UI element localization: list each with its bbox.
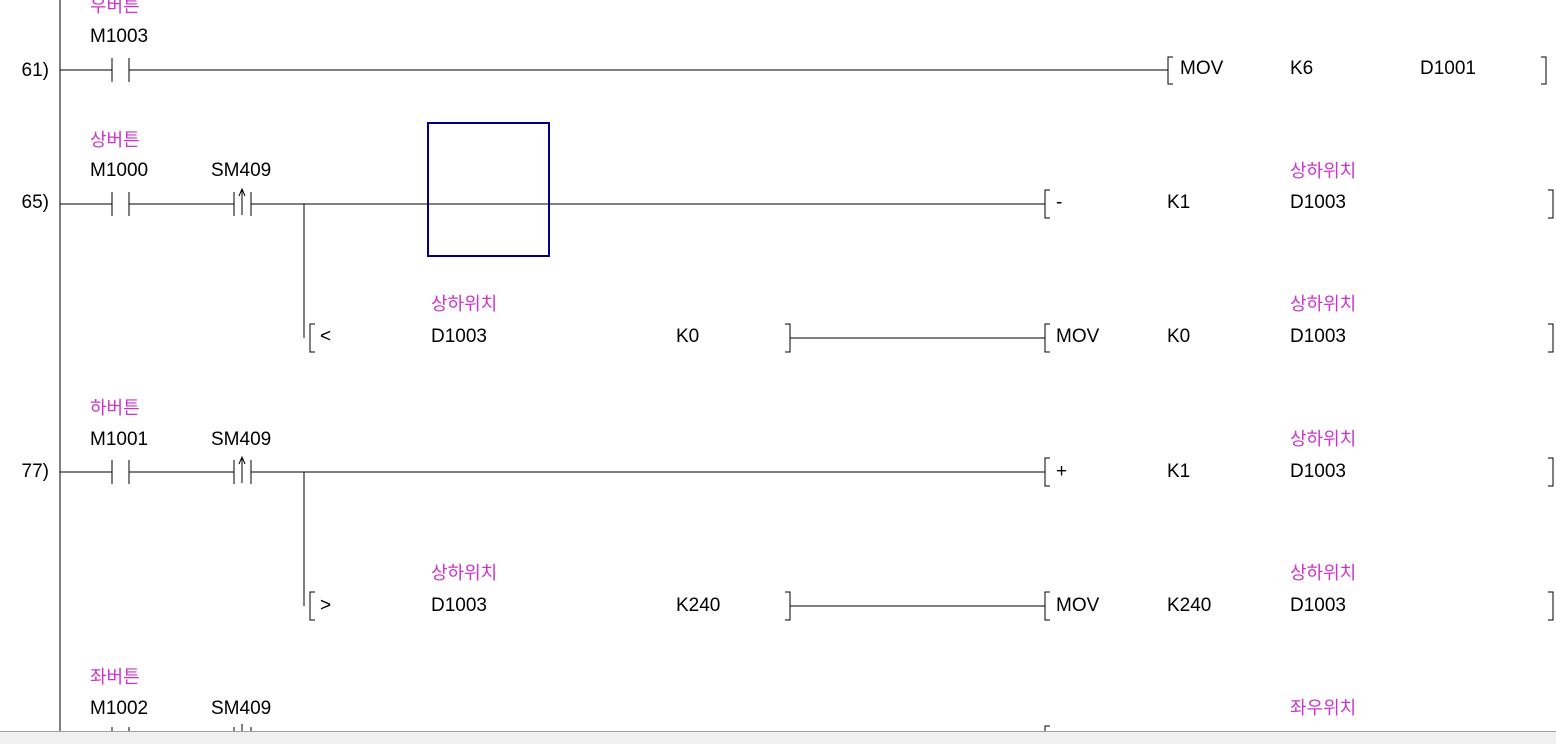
right-bracket-icon bbox=[1548, 189, 1554, 219]
device-comment: 상하위치 bbox=[1290, 429, 1356, 450]
destination-operand: D1003 bbox=[1290, 326, 1346, 347]
normally-open-contact-icon[interactable] bbox=[111, 192, 130, 216]
destination-operand: D1003 bbox=[1290, 192, 1346, 213]
left-bracket-icon bbox=[1044, 591, 1050, 621]
instruction-block[interactable]: MOV K0 상하위치 D1003 bbox=[1044, 294, 1554, 353]
instruction-block[interactable]: - K1 상하위치 D1003 bbox=[1044, 161, 1554, 219]
contact-device-label: M1000 bbox=[90, 160, 148, 181]
left-bracket-icon bbox=[309, 591, 315, 621]
device-comment: 우버튼 bbox=[90, 0, 140, 17]
right-bracket-icon bbox=[1548, 323, 1554, 353]
source-operand: K1 bbox=[1167, 461, 1190, 482]
source-operand: K240 bbox=[1167, 595, 1211, 616]
right-bracket-icon bbox=[785, 323, 791, 353]
instruction-name: + bbox=[1056, 461, 1067, 482]
device-comment: 좌우위치 bbox=[1290, 698, 1356, 719]
instruction-name: MOV bbox=[1056, 326, 1100, 347]
step-number: 61) bbox=[22, 60, 49, 81]
instruction-name: MOV bbox=[1056, 595, 1100, 616]
contact-device-label: SM409 bbox=[211, 160, 271, 181]
left-bracket-icon bbox=[309, 323, 315, 353]
cursor-selection-box[interactable] bbox=[427, 122, 550, 257]
device-comment: 상하위치 bbox=[1290, 563, 1356, 584]
destination-operand: D1003 bbox=[1290, 595, 1346, 616]
device-comment: 하버튼 bbox=[90, 398, 140, 419]
destination-operand: D1001 bbox=[1420, 58, 1476, 79]
device-comment: 상하위치 bbox=[431, 563, 497, 584]
step-number: 65) bbox=[22, 192, 49, 213]
instruction-name: - bbox=[1056, 192, 1062, 213]
compare-operand-1: D1003 bbox=[431, 595, 487, 616]
right-bracket-icon bbox=[1548, 457, 1554, 487]
normally-open-contact-icon[interactable] bbox=[111, 460, 130, 484]
left-bracket-icon bbox=[1044, 725, 1050, 731]
compare-operator: < bbox=[320, 326, 331, 347]
contact-device-label: M1001 bbox=[90, 429, 148, 450]
compare-block[interactable]: < 상하위치 D1003 K0 bbox=[309, 294, 791, 353]
right-bracket-icon bbox=[1548, 591, 1554, 621]
instruction-block[interactable]: MOV K240 상하위치 D1003 bbox=[1044, 563, 1554, 621]
source-operand: K6 bbox=[1290, 58, 1313, 79]
left-bracket-icon bbox=[1167, 56, 1173, 85]
contact-device-label: SM409 bbox=[211, 698, 271, 719]
instruction-block[interactable]: + K1 상하위치 D1003 bbox=[1044, 429, 1554, 487]
rung-partial[interactable]: 좌버튼 M1002 SM409 좌우위치 bbox=[90, 667, 1356, 731]
normally-open-contact-icon[interactable] bbox=[111, 58, 130, 82]
left-bracket-icon bbox=[1044, 457, 1050, 487]
compare-operand-2: K0 bbox=[676, 326, 699, 347]
instruction-name: MOV bbox=[1180, 58, 1224, 79]
right-bracket-icon bbox=[1541, 56, 1547, 85]
step-number: 77) bbox=[22, 461, 49, 482]
source-operand: K1 bbox=[1167, 192, 1190, 213]
contact-device-label: M1002 bbox=[90, 698, 148, 719]
rung-61[interactable]: 61) 우버튼 M1003 MOV K6 D1001 bbox=[22, 0, 1547, 85]
left-bracket-icon bbox=[1044, 189, 1050, 219]
compare-operand-2: K240 bbox=[676, 595, 720, 616]
device-comment: 상버튼 bbox=[90, 130, 140, 151]
compare-block[interactable]: > 상하위치 D1003 K240 bbox=[309, 563, 791, 621]
destination-operand: D1003 bbox=[1290, 461, 1346, 482]
rising-edge-contact-icon[interactable] bbox=[233, 455, 252, 484]
contact-device-label: SM409 bbox=[211, 429, 271, 450]
rising-edge-contact-icon[interactable] bbox=[233, 187, 252, 216]
compare-operator: > bbox=[320, 595, 331, 616]
device-comment: 상하위치 bbox=[1290, 294, 1356, 315]
source-operand: K0 bbox=[1167, 326, 1190, 347]
horizontal-scrollbar[interactable] bbox=[0, 731, 1556, 744]
compare-operand-1: D1003 bbox=[431, 326, 487, 347]
rung-77[interactable]: 77) 하버튼 M1001 SM409 + K1 상하위치 D1003 bbox=[22, 398, 1554, 621]
device-comment: 상하위치 bbox=[431, 294, 497, 315]
right-bracket-icon bbox=[785, 591, 791, 621]
rung-65[interactable]: 65) 상버튼 M1000 SM409 - K1 상하위치 D1003 bbox=[22, 122, 1554, 353]
contact-device-label: M1003 bbox=[90, 26, 148, 47]
left-bracket-icon bbox=[1044, 323, 1050, 353]
device-comment: 상하위치 bbox=[1290, 161, 1356, 182]
instruction-block[interactable]: MOV K6 D1001 bbox=[1167, 56, 1547, 85]
device-comment: 좌버튼 bbox=[90, 667, 140, 688]
